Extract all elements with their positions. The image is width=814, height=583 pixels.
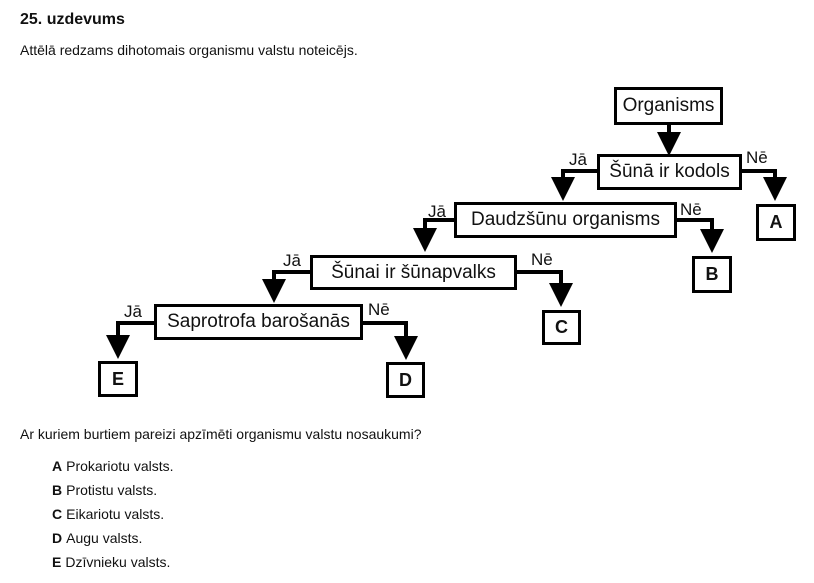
arrow-q3-yes — [262, 270, 311, 303]
arrow-q4-no — [362, 321, 418, 360]
leaf-b: B — [692, 256, 732, 293]
leaf-d: D — [386, 362, 425, 398]
option-text: Prokariotu valsts. — [66, 458, 174, 474]
label-q2-no: Nē — [680, 200, 702, 219]
task-title: 25. uzdevums — [20, 11, 125, 28]
arrow-q1-no — [741, 169, 787, 201]
question-text: Ar kuriem burtiem pareizi apzīmēti organ… — [20, 426, 422, 442]
leaf-c: C — [542, 310, 581, 345]
arrow-q1-yes — [551, 169, 598, 201]
label-q3-yes: Jā — [283, 251, 301, 270]
option-letter: B — [52, 482, 63, 498]
connector-lines — [106, 124, 787, 360]
arrow-q2-no — [676, 218, 724, 253]
label-q4-yes: Jā — [124, 302, 142, 321]
option-letter: A — [52, 458, 63, 474]
node-cell-has-nucleus: Šūnā ir kodols — [597, 154, 742, 190]
leaf-e: E — [98, 361, 138, 397]
option-text: Augu valsts. — [66, 530, 143, 546]
leaf-a: A — [756, 204, 796, 241]
node-multicellular: Daudzšūnu organisms — [454, 202, 677, 238]
arrow-q3-no — [516, 270, 573, 307]
option-letter: D — [52, 530, 63, 546]
option-text: Protistu valsts. — [66, 482, 158, 498]
option-text: Dzīvnieku valsts. — [65, 554, 171, 570]
arrow-q4-yes — [106, 321, 155, 359]
label-q4-no: Nē — [368, 300, 390, 319]
option-letter: C — [52, 506, 63, 522]
option-letter: E — [52, 554, 62, 570]
node-cell-wall: Šūnai ir šūnapvalks — [310, 255, 517, 290]
label-q2-yes: Jā — [428, 202, 446, 221]
task-intro: Attēlā redzams dihotomais organismu vals… — [20, 42, 358, 58]
label-q3-no: Nē — [531, 250, 553, 269]
arrow-q2-yes — [413, 218, 455, 252]
label-q1-yes: Jā — [569, 150, 587, 169]
label-q1-no: Nē — [746, 148, 768, 167]
option-text: Eikariotu valsts. — [66, 506, 165, 522]
node-saprotrophic: Saprotrofa barošanās — [154, 304, 363, 340]
node-organisms: Organisms — [614, 87, 723, 125]
